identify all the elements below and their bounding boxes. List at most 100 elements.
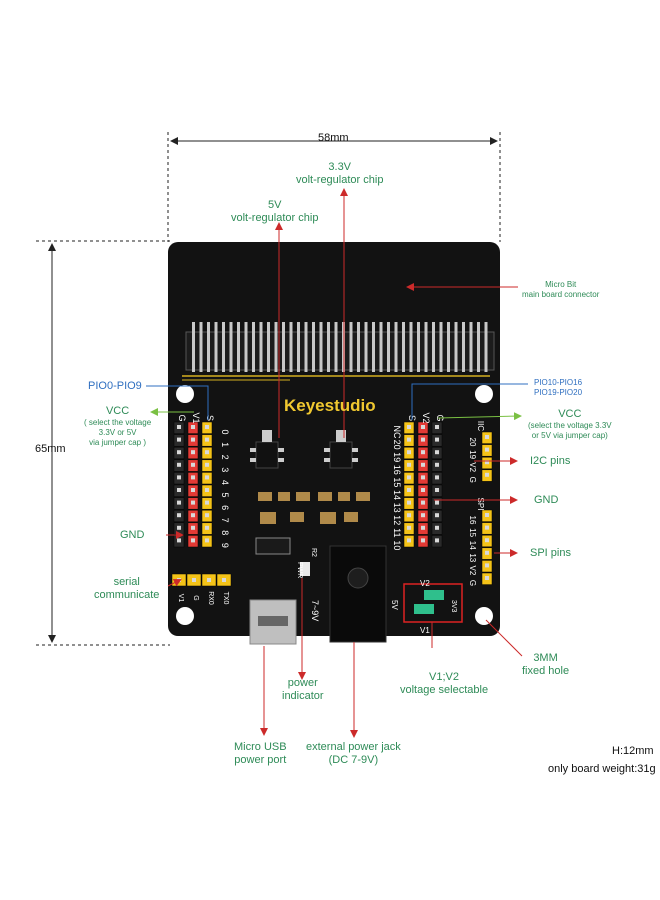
pin-tip [485, 513, 489, 517]
pin-tip [177, 437, 181, 442]
right-header-col-v2: V2 [421, 412, 431, 423]
pin-tip [435, 450, 439, 455]
connector-pin [424, 322, 428, 372]
silk-3v3: 3V3 [450, 600, 457, 613]
right-pin-label: 14 [392, 490, 402, 500]
connector-pin [222, 322, 225, 372]
left-pin-label: 9 [220, 543, 230, 548]
silk-v2: V2 [420, 579, 430, 588]
dc-jack [329, 545, 387, 643]
left-pin-label: 0 [220, 429, 230, 434]
connector-pin [282, 322, 285, 372]
connector-pin [214, 322, 218, 372]
pin-tip [421, 450, 425, 455]
connector-pin [304, 322, 308, 372]
serial-pin-label: G [192, 595, 199, 600]
pin-tip [191, 538, 195, 543]
vcc-left-label: VCC ( select the voltage 3.3V or 5V via … [84, 405, 152, 447]
pin-tip [191, 437, 195, 442]
width-dimension [167, 132, 501, 242]
connector-pin [334, 322, 338, 372]
pin-tip [177, 500, 181, 505]
height-spec: H:12mm [612, 745, 654, 757]
pin-tip [191, 488, 195, 492]
pin-tip [407, 462, 411, 467]
pin-tip [435, 488, 439, 492]
left-header-col-v1: V1 [191, 412, 201, 423]
silk-pwr: PWR [296, 562, 303, 578]
pin-tip [222, 578, 226, 582]
i2c-pin-label: 19 [468, 450, 477, 459]
connector-pin [469, 322, 473, 372]
jack-label: external power jack(DC 7-9V) [306, 741, 401, 766]
pin-tip [485, 447, 489, 452]
pin-tip [421, 475, 425, 480]
right-pin-label: 15 [392, 477, 402, 487]
connector-pin [462, 322, 465, 372]
connector-pin [237, 322, 240, 372]
pin-tip [485, 576, 489, 580]
right-pin-label: NC [392, 426, 402, 439]
connector-pin [349, 322, 353, 372]
pin-tip [421, 462, 425, 467]
weight-spec: only board weight:31g [548, 763, 656, 775]
connector-pin [267, 322, 270, 372]
height-dimension [36, 240, 170, 646]
connector-pin [432, 322, 435, 372]
arrow-hole [485, 619, 523, 657]
right-pin-label: 19 [392, 452, 402, 462]
arrow-pio-right [411, 383, 528, 420]
pin-tip [191, 462, 195, 467]
height-label: 65mm [35, 443, 66, 455]
silk-r2: R2 [310, 548, 317, 557]
pin-tip [191, 425, 195, 429]
pin-tip [205, 450, 209, 455]
arrow-serial [167, 579, 182, 587]
left-pin-label: 6 [220, 505, 230, 510]
pin-tip [435, 513, 439, 518]
pin-tip [191, 500, 195, 505]
right-pin-label: 10 [392, 540, 402, 550]
left-pin-label: 5 [220, 492, 230, 497]
connector-pin [394, 322, 398, 372]
left-pin-label: 4 [220, 480, 230, 485]
connector-pin [372, 322, 375, 372]
connector-pin [387, 322, 390, 372]
connector-pin [207, 322, 210, 372]
right-pin-label: 16 [392, 465, 402, 475]
left-pin-label: 7 [220, 518, 230, 523]
silk-v1: V1 [420, 626, 430, 635]
arrow-pio-left [146, 385, 209, 420]
right-pin-label: 11 [392, 528, 402, 537]
pin-tip [485, 525, 489, 530]
voltage-jumper [403, 583, 463, 623]
connector-pin [252, 322, 255, 372]
pin-tip [407, 475, 411, 480]
connector-pin [364, 322, 368, 372]
arrow-vcc-right [437, 412, 522, 421]
i2c-title: IIC [476, 421, 485, 431]
diode [255, 537, 291, 555]
mount-hole-br [475, 607, 493, 625]
pin-tip [205, 525, 209, 530]
pin-tip [177, 538, 181, 543]
mount-hole-tr [475, 385, 493, 403]
pin-tip [485, 472, 489, 477]
pin-tip [435, 437, 439, 442]
pin-tip [421, 425, 425, 429]
right-pin-label: 12 [392, 515, 402, 525]
right-pin-label: 20 [392, 440, 402, 450]
pin-tip [435, 462, 439, 467]
pin-tip [407, 513, 411, 518]
pin-tip [435, 425, 439, 429]
connector-pin [274, 322, 278, 372]
pin-tip [191, 475, 195, 480]
connector-pin [379, 322, 383, 372]
